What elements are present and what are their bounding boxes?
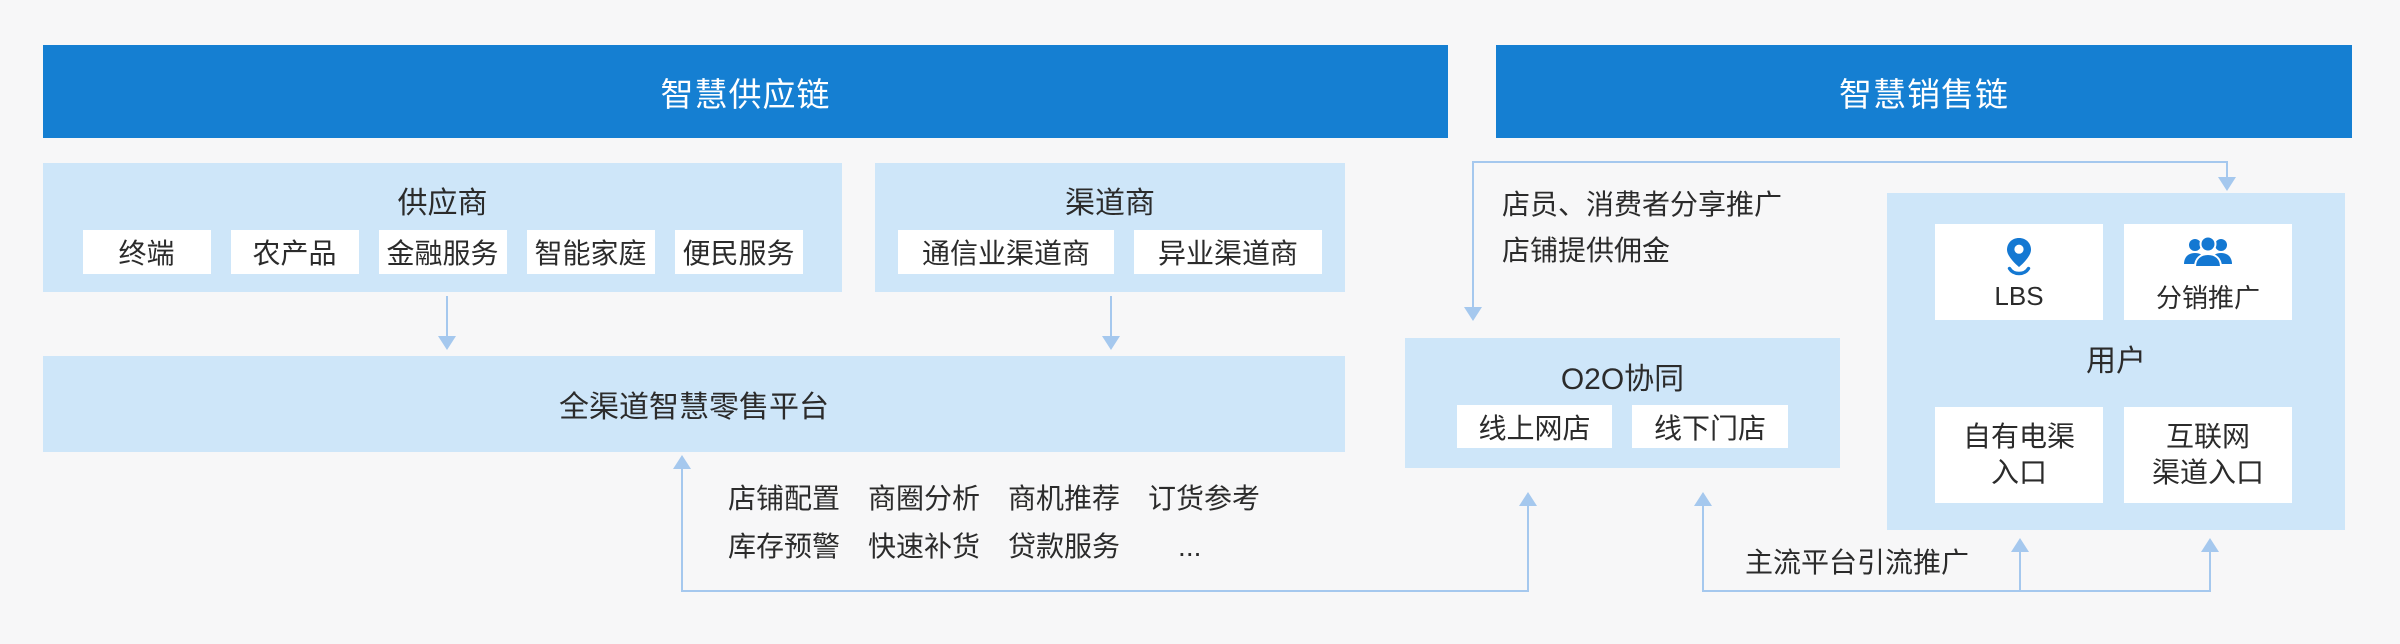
promo-connector-mid-line — [2019, 551, 2021, 591]
internet-channel-line1: 互联网 — [2165, 421, 2250, 452]
share-connector-right-line — [2226, 161, 2228, 177]
channels-chip-row: 通信业渠道商 异业渠道商 — [875, 230, 1345, 274]
features-to-platform-arrow-icon — [673, 455, 691, 469]
internet-channel-line2: 渠道入口 — [2151, 457, 2264, 488]
o2o-chip-offline-store: 线下门店 — [1632, 405, 1788, 448]
sales-chain-header: 智慧销售链 — [1496, 45, 2352, 138]
channels-title: 渠道商 — [1065, 187, 1155, 220]
promo-note: 主流平台引流推广 — [1745, 547, 1970, 578]
distribution-card: 分销推广 — [2124, 224, 2292, 320]
feature-fast-replenish: 快速补货 — [868, 531, 981, 562]
platform-features-row1: 店铺配置 商圈分析 商机推荐 订货参考 — [728, 484, 1260, 514]
share-note-line1: 店员、消费者分享推广 — [1502, 189, 1783, 220]
share-note: 店员、消费者分享推广 店铺提供佣金 — [1502, 182, 1782, 274]
channel-chip-telecom: 通信业渠道商 — [897, 230, 1114, 274]
promo-connector-bottom-line — [1702, 590, 2211, 592]
internet-channel-card: 互联网 渠道入口 — [2124, 407, 2292, 503]
platform-panel: 全渠道智慧零售平台 — [43, 356, 1345, 452]
platform-features-row2: 库存预警 快速补货 贷款服务 ... — [728, 532, 1260, 562]
share-note-line2: 店铺提供佣金 — [1502, 235, 1671, 266]
feature-stock-alert: 库存预警 — [728, 531, 841, 562]
supplier-chip-smart-home: 智能家庭 — [526, 230, 655, 274]
features-connector-right-line — [1527, 505, 1529, 591]
people-group-icon — [2182, 230, 2234, 276]
suppliers-to-platform-line — [446, 296, 448, 336]
channels-to-platform-arrow-icon — [1102, 336, 1120, 350]
share-connector-left-line — [1472, 161, 1474, 307]
own-channel-line2: 入口 — [1990, 457, 2047, 488]
o2o-chip-online-store: 线上网店 — [1457, 405, 1612, 448]
feature-store-config: 店铺配置 — [728, 483, 841, 514]
share-to-users-arrow-icon — [2218, 177, 2236, 191]
channel-chip-crossindustry: 异业渠道商 — [1134, 230, 1323, 274]
feature-opportunity-recommend: 商机推荐 — [1008, 483, 1121, 514]
supply-chain-header-label: 智慧供应链 — [660, 75, 831, 113]
supply-chain-header: 智慧供应链 — [43, 45, 1448, 138]
supplier-chip-terminal: 终端 — [82, 230, 211, 274]
lbs-card-label: LBS — [1994, 280, 2044, 311]
channels-to-platform-line — [1110, 296, 1112, 336]
lbs-card: LBS — [1935, 224, 2103, 320]
features-connector-left-line — [681, 468, 683, 592]
promo-to-internet-channel-arrow-icon — [2201, 538, 2219, 552]
o2o-panel: O2O协同 线上网店 线下门店 — [1405, 338, 1840, 468]
feature-loan-service: 贷款服务 — [1008, 531, 1121, 562]
suppliers-panel: 供应商 终端 农产品 金融服务 智能家庭 便民服务 — [43, 163, 842, 292]
share-to-o2o-arrow-icon — [1464, 307, 1482, 321]
promo-connector-left-line — [1702, 505, 1704, 591]
feature-ellipsis: ... — [1178, 531, 1202, 562]
own-channel-line1: 自有电渠 — [1962, 421, 2075, 452]
promo-to-o2o-arrow-icon — [1694, 492, 1712, 506]
channels-panel: 渠道商 通信业渠道商 异业渠道商 — [875, 163, 1345, 292]
sales-chain-header-label: 智慧销售链 — [1839, 75, 2009, 113]
supplier-chip-convenience: 便民服务 — [674, 230, 803, 274]
suppliers-to-platform-arrow-icon — [438, 336, 456, 350]
suppliers-chip-row: 终端 农产品 金融服务 智能家庭 便民服务 — [43, 230, 842, 274]
features-connector-bottom-line — [681, 590, 1529, 592]
suppliers-title: 供应商 — [397, 187, 488, 220]
features-to-o2o-arrow-icon — [1519, 492, 1537, 506]
users-title: 用户 — [2086, 345, 2146, 378]
location-pin-icon — [1997, 233, 2041, 279]
share-connector-top-line — [1472, 161, 2228, 163]
promo-connector-right-line — [2209, 551, 2211, 591]
supplier-chip-finance: 金融服务 — [378, 230, 507, 274]
supplier-chip-agriculture: 农产品 — [230, 230, 359, 274]
feature-order-reference: 订货参考 — [1148, 483, 1261, 514]
platform-title: 全渠道智慧零售平台 — [559, 391, 829, 424]
o2o-title: O2O协同 — [1560, 363, 1685, 396]
distribution-card-label: 分销推广 — [2155, 282, 2260, 313]
feature-trade-area-analysis: 商圈分析 — [868, 483, 981, 514]
promo-to-own-channel-arrow-icon — [2011, 538, 2029, 552]
own-channel-card: 自有电渠 入口 — [1935, 407, 2103, 503]
platform-features: 店铺配置 商圈分析 商机推荐 订货参考 库存预警 快速补货 贷款服务 ... — [728, 484, 1260, 580]
users-panel: LBS 分销推广 用户 自有电渠 入口 — [1887, 193, 2345, 530]
o2o-chip-row: 线上网店 线下门店 — [1405, 405, 1840, 448]
